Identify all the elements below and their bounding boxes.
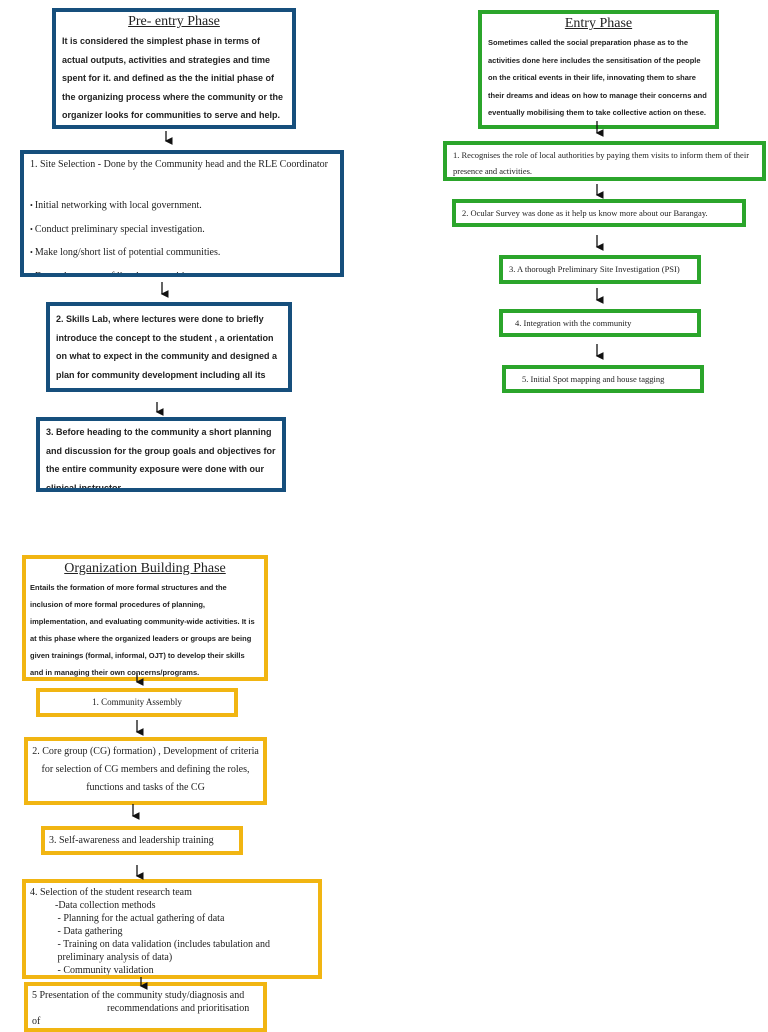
entry-step-3: 3. A thorough Preliminary Site Investiga… — [499, 255, 701, 284]
entry-step-1: 1. Recognises the role of local authorit… — [443, 141, 766, 181]
org-phase-box: Organization Building Phase Entails the … — [22, 555, 268, 681]
org-title: Organization Building Phase — [64, 561, 226, 576]
pre-entry-description: It is considered the simplest phase in t… — [62, 36, 284, 120]
org-step-1: 1. Community Assembly — [36, 688, 238, 717]
entry-phase-box: Entry Phase Sometimes called the social … — [478, 10, 719, 129]
pre-entry-title: Pre- entry Phase — [128, 14, 220, 29]
bullet: Conduct preliminary special investigatio… — [30, 218, 334, 242]
entry-description: Sometimes called the social preparation … — [488, 38, 707, 117]
entry-title: Entry Phase — [564, 16, 633, 31]
site-selection-box: 1. Site Selection - Done by the Communit… — [20, 150, 344, 277]
site-selection-heading: 1. Site Selection - Done by the Communit… — [30, 159, 329, 170]
entry-step-4: 4. Integration with the community — [499, 309, 701, 337]
bullet: Make long/short list of potential commun… — [30, 241, 334, 265]
planning-box: 3. Before heading to the community a sho… — [36, 417, 286, 492]
org-step-4: 4. Selection of the student research tea… — [22, 879, 322, 979]
org-description: Entails the formation of more formal str… — [30, 583, 255, 677]
skills-lab-box: 2. Skills Lab, where lectures were done … — [46, 302, 292, 392]
org-step-2: 2. Core group (CG) formation) , Developm… — [24, 737, 267, 805]
bullet: Initial networking with local government… — [30, 194, 334, 218]
entry-step-5: 5. Initial Spot mapping and house taggin… — [502, 365, 704, 393]
bullet: Do ocular survey of listed communities. — [30, 265, 334, 274]
entry-step-2: 2. Ocular Survey was done as it help us … — [452, 199, 746, 227]
pre-entry-phase-box: Pre- entry Phase It is considered the si… — [52, 8, 296, 129]
org-step-3: 3. Self-awareness and leadership trainin… — [41, 826, 243, 855]
